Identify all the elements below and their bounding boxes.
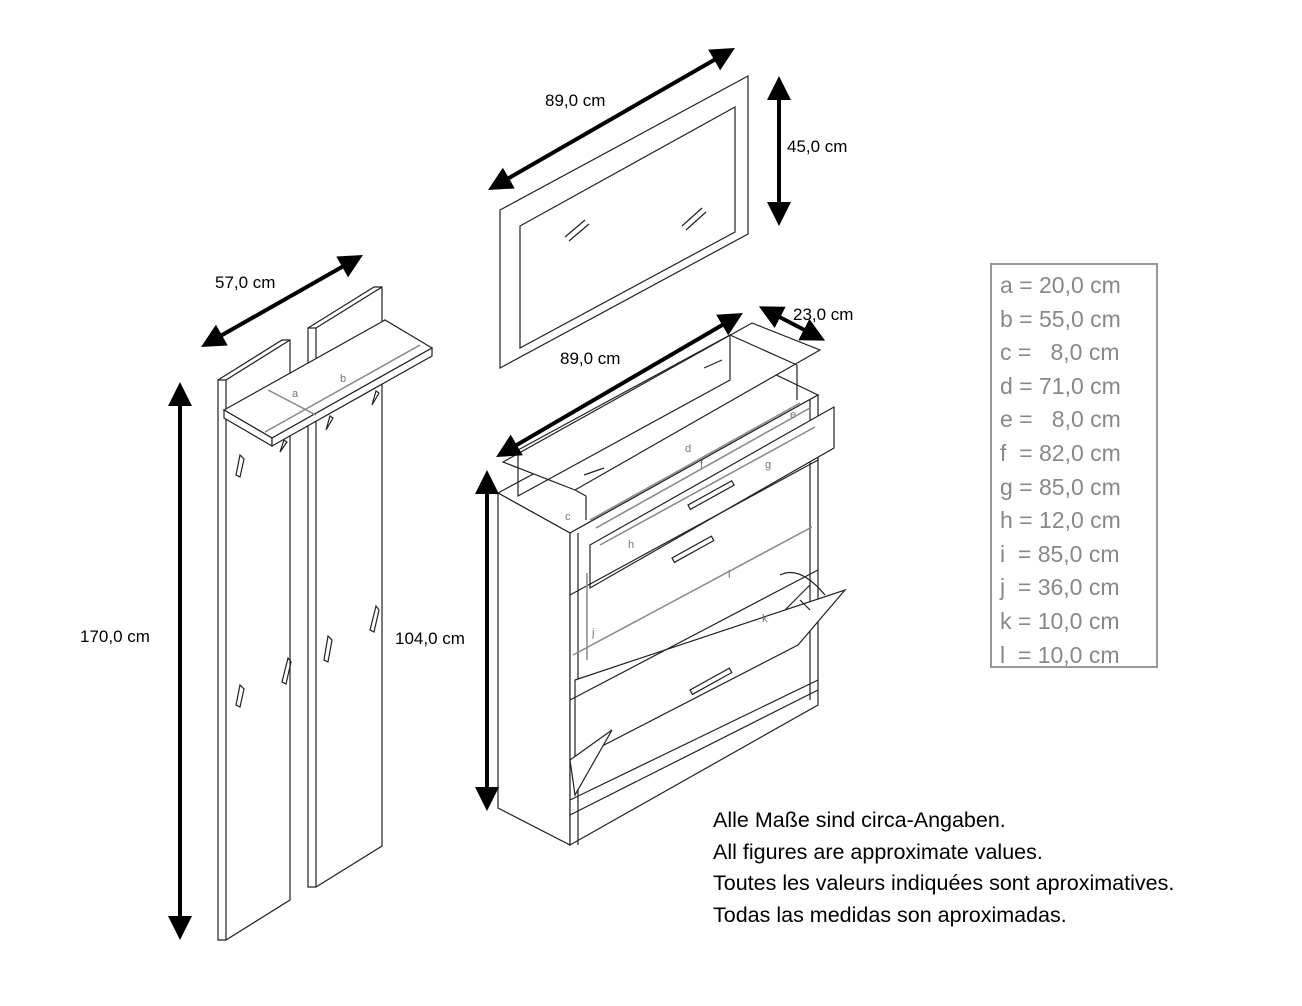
mirror-height-label: 45,0 cm	[787, 137, 847, 156]
coat-rack-height-label: 170,0 cm	[80, 627, 150, 646]
label-g: g	[765, 459, 771, 471]
mirror-drawing	[499, 74, 749, 370]
coat-rack-drawing	[217, 286, 434, 941]
legend-item: h = 12,0 cm	[1000, 507, 1121, 534]
label-e: e	[790, 409, 796, 421]
legend-item: i = 85,0 cm	[1000, 540, 1120, 567]
legend-item: k = 10,0 cm	[1000, 607, 1120, 634]
note-spanish: Todas las medidas son aproximadas.	[713, 902, 1067, 927]
legend-item: l = 10,0 cm	[1000, 641, 1120, 668]
cabinet-width-label: 89,0 cm	[560, 349, 620, 368]
legend-item: e = 8,0 cm	[1000, 406, 1121, 433]
label-c: c	[565, 511, 571, 523]
legend-item: b = 55,0 cm	[1000, 305, 1121, 332]
mirror-width-arrow	[488, 48, 735, 190]
cabinet-width-arrow	[496, 312, 743, 458]
shoe-cabinet-drawing	[496, 322, 847, 847]
legend-item: c = 8,0 cm	[1000, 339, 1120, 366]
legend-item: a = 20,0 cm	[1000, 272, 1121, 298]
note-english: All figures are approximate values.	[713, 839, 1043, 864]
label-b: b	[340, 373, 346, 385]
legend-item: f = 82,0 cm	[1000, 439, 1121, 466]
approximation-notes: Alle Maße sind circa-Angaben. All figure…	[713, 805, 1174, 931]
label-h: h	[628, 539, 634, 551]
cabinet-depth-arrow	[758, 306, 826, 341]
note-french: Toutes les valeurs indiquées sont aproxi…	[713, 871, 1175, 895]
legend-item: d = 71,0 cm	[1000, 372, 1121, 399]
dimension-legend: a = 20,0 cm b = 55,0 cm c = 8,0 cm d = 7…	[990, 263, 1158, 668]
note-german: Alle Maße sind circa-Angaben.	[713, 808, 1006, 832]
label-k: k	[762, 613, 768, 625]
mirror-width-label: 89,0 cm	[545, 91, 605, 110]
label-f: f	[700, 459, 704, 471]
legend-item: g = 85,0 cm	[1000, 473, 1121, 500]
label-i: i	[728, 569, 730, 581]
cabinet-height-label: 104,0 cm	[395, 629, 465, 648]
coat-rack-width-arrow	[201, 255, 363, 347]
label-j: j	[591, 627, 594, 639]
label-a: a	[292, 388, 299, 400]
coat-rack-width-label: 57,0 cm	[215, 273, 275, 292]
legend-item: j = 36,0 cm	[1000, 574, 1120, 601]
label-d: d	[685, 443, 691, 455]
cabinet-depth-label: 23,0 cm	[793, 305, 853, 324]
